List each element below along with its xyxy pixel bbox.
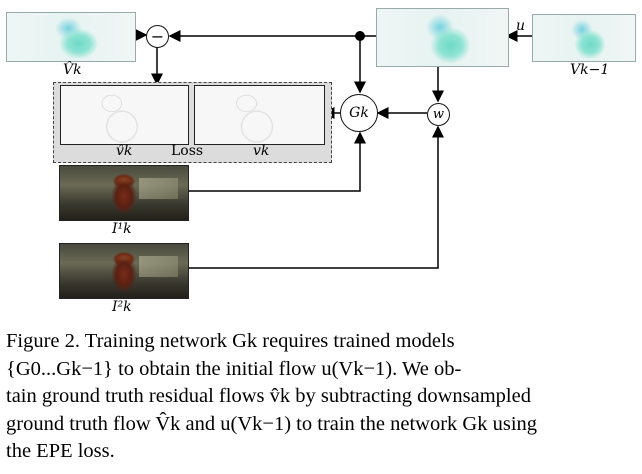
edge-frame2-to-w — [187, 125, 444, 269]
residual-label: vk — [253, 143, 270, 159]
caption-line-1: Figure 2. Training network Gk requires t… — [6, 330, 455, 352]
caption-line-2: {G0...Gk−1} to obtain the initial flow u… — [6, 357, 462, 380]
u-v-k-minus-1-image — [376, 8, 509, 67]
caption-line-4: ground truth flow V̂k and u(Vk−1) to tra… — [6, 412, 538, 435]
gk-node: Gk — [340, 94, 378, 132]
connector-layer — [134, 29, 532, 269]
frame2-label: I²k — [112, 299, 132, 315]
caption-line-3: tain ground truth residual flows v̂k by … — [6, 385, 531, 407]
w-label: w — [432, 107, 445, 122]
frame2-image — [59, 243, 189, 299]
minus-symbol: − — [150, 27, 165, 46]
gk-label: Gk — [349, 105, 369, 121]
v-k-minus-1-label: Vk−1 — [570, 62, 610, 78]
figure-caption: Figure 2. Training network Gk requires t… — [6, 328, 636, 466]
loss-label: Loss — [171, 143, 204, 159]
v-k-minus-1-image — [532, 14, 636, 62]
frame1-label: I¹k — [112, 221, 132, 237]
residual-hat-label: v̂k — [116, 143, 133, 159]
edge-frame1-to-gk — [187, 131, 366, 192]
v-hat-k-image — [6, 12, 136, 62]
residual-image — [194, 85, 325, 145]
residual-hat-image — [60, 85, 189, 145]
junction-dot — [355, 31, 365, 41]
v-hat-k-label: V̂k — [63, 62, 82, 78]
minus-node: − — [146, 25, 169, 48]
caption-line-5: the EPE loss. — [6, 440, 115, 462]
w-node: w — [427, 103, 450, 126]
frame1-image — [59, 165, 189, 221]
u-label: u — [516, 18, 526, 34]
